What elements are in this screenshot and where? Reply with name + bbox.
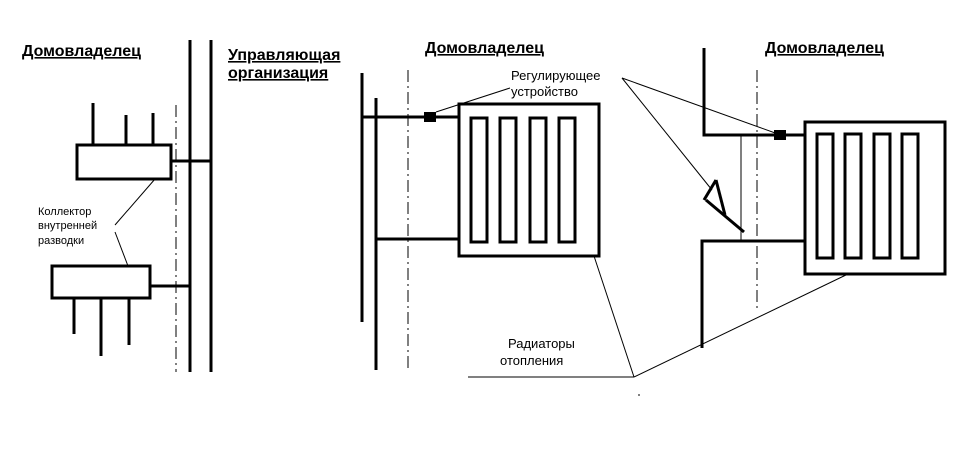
radiator-right-section-4 <box>900 132 920 260</box>
label-collector-line2: внутренней <box>38 220 97 232</box>
leader-collector-upper <box>114 178 156 226</box>
label-radiators-line1: Радиаторы <box>508 336 575 351</box>
radiator-right-section-1 <box>815 132 835 260</box>
collector-lower <box>50 264 152 300</box>
label-radiators-line2: отопления <box>500 353 563 368</box>
label-collector-line1: Коллектор <box>38 206 91 218</box>
return-pipe-right <box>700 239 807 348</box>
radiator-middle-section-1 <box>469 116 489 244</box>
label-collector-line3: разводки <box>38 235 84 247</box>
radiator-middle-section-4 <box>557 116 577 244</box>
leader-regulator-right <box>621 77 779 135</box>
valve-handle <box>702 179 718 201</box>
radiator-middle-section-2 <box>498 116 518 244</box>
leader-regulator-valve <box>621 77 713 191</box>
heading-management-line1: Управляющая <box>228 47 340 64</box>
heading-owner-left: Домовладелец <box>22 43 141 60</box>
regulator-right <box>774 130 786 140</box>
leader-radiator-middle <box>593 255 635 378</box>
collector-upper <box>75 143 173 181</box>
heading-owner-right: Домовладелец <box>765 40 884 57</box>
valve-stem <box>714 179 727 216</box>
label-regulator-line2: устройство <box>511 84 578 99</box>
label-regulator-line1: Регулирующее <box>511 68 600 83</box>
leader-regulator-middle <box>435 87 511 113</box>
radiator-right-section-3 <box>872 132 892 260</box>
heading-management-line2: организация <box>228 65 328 82</box>
leader-collector-lower <box>114 231 129 267</box>
supply-pipe-right <box>702 48 807 137</box>
regulator-middle <box>424 112 436 122</box>
radiator-middle-section-3 <box>528 116 548 244</box>
leader-radiator-right <box>633 273 849 378</box>
radiator-right-section-2 <box>843 132 863 260</box>
valve-body <box>705 198 745 234</box>
heading-owner-middle: Домовладелец <box>425 40 544 57</box>
